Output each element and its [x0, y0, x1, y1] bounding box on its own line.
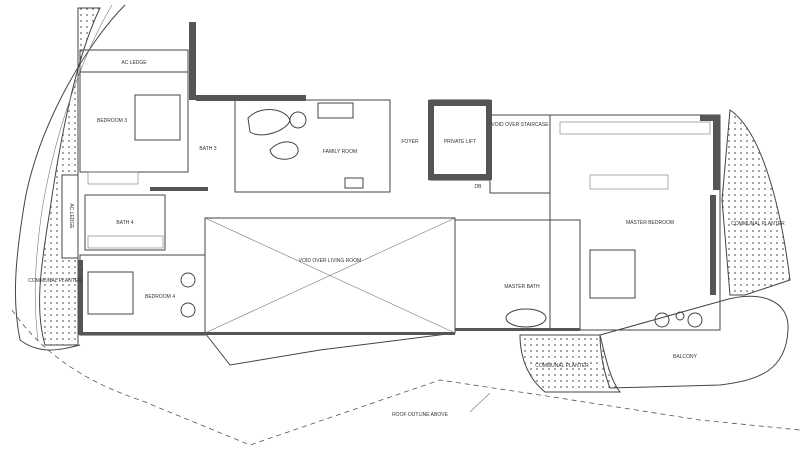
bed-master	[589, 249, 636, 299]
ac-ledge-side	[61, 174, 79, 259]
label-bedroom4: BEDROOM 4	[145, 294, 175, 300]
label-private-lift: PRIVATE LIFT	[444, 139, 476, 145]
master-bath-area	[454, 219, 581, 331]
bed-bedroom3	[134, 94, 181, 141]
label-planter-left: COMMUNAL PLANTER	[28, 278, 82, 284]
label-bath3: BATH 3	[199, 146, 216, 152]
label-bath4: BATH 4	[116, 220, 133, 226]
bedroom4-area	[79, 254, 206, 336]
master-bedroom-area	[549, 114, 721, 331]
label-ac-ledge-side: AC LEDGE	[68, 203, 74, 229]
label-planter-right: COMMUNAL PLANTER	[731, 221, 785, 227]
label-ac-ledge-top: AC LEDGE	[121, 60, 147, 66]
label-void-staircase: VOID OVER STAIRCASE	[491, 122, 549, 128]
balcony-outline	[599, 295, 789, 389]
label-void-living: VOID OVER LIVING ROOM	[299, 258, 362, 264]
roof-leader	[469, 392, 491, 413]
label-master-bedroom: MASTER BEDROOM	[626, 220, 674, 226]
family-room-area	[234, 99, 391, 193]
label-family-room: FAMILY ROOM	[323, 149, 357, 155]
label-bedroom3: BEDROOM 3	[97, 118, 127, 124]
bath4-area	[84, 194, 166, 251]
label-planter-bottom: COMMUNAL PLANTER	[535, 363, 589, 369]
label-foyer: FOYER	[401, 139, 419, 145]
planter-left	[39, 7, 101, 346]
label-db: DB	[475, 184, 483, 190]
label-balcony: BALCONY	[673, 354, 698, 360]
bed-bedroom4	[87, 271, 134, 315]
planter-right	[721, 109, 791, 296]
site-boundary-left	[14, 4, 126, 351]
planter-bottom	[519, 334, 622, 393]
label-roof-outline: ROOF OUTLINE ABOVE	[392, 412, 449, 418]
label-master-bath: MASTER BATH	[504, 284, 540, 290]
